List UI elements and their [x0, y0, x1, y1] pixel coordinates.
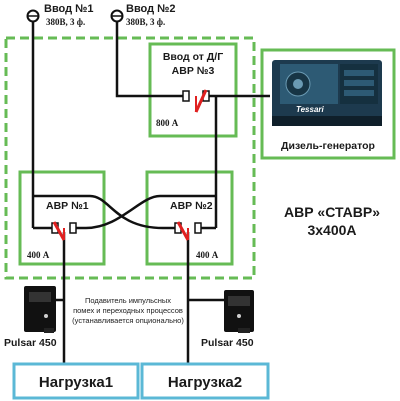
- divider-note-line2: помех и переходных процессов: [73, 306, 183, 315]
- divider-note-line3: (устанавливается опционально): [72, 316, 184, 325]
- pulsar-left-device: [24, 286, 56, 333]
- avr3-switch: [182, 89, 210, 113]
- generator-brand: Tessari: [296, 105, 325, 114]
- load2-label: Нагрузка2: [168, 374, 242, 391]
- avr2-box: [145, 170, 234, 266]
- input1-title: Ввод №1: [44, 3, 94, 15]
- input1-spec: 380В, 3 ф.: [46, 17, 85, 27]
- avr1-switch: [51, 221, 77, 241]
- enclosure-frame: [4, 36, 256, 280]
- avr1-title: АВР №1: [46, 200, 89, 212]
- input2-title: Ввод №2: [126, 3, 176, 15]
- pulsar-right-label: Pulsar 450: [201, 337, 254, 349]
- pulsar-right-device: [224, 290, 254, 333]
- load1-box: [12, 362, 140, 400]
- product-rating: 3х400А: [307, 222, 356, 238]
- avr3-title-line1: Ввод от Д/Г: [163, 51, 223, 63]
- avr3-rating: 800 А: [156, 118, 179, 128]
- avr1-rating: 400 А: [27, 250, 50, 260]
- pulsar-left-label: Pulsar 450: [4, 337, 57, 349]
- avr2-title: АВР №2: [170, 200, 213, 212]
- generator-label: Дизель-генератор: [281, 140, 375, 152]
- diesel-generator-image: Tessari: [272, 60, 382, 126]
- input2-spec: 380В, 3 ф.: [126, 17, 165, 27]
- wiring: [31, 22, 270, 366]
- avr3-title-line2: АВР №3: [172, 65, 215, 77]
- avr2-rating: 400 А: [196, 250, 219, 260]
- divider-note-line1: Подавитель импульсных: [85, 296, 171, 305]
- load1-label: Нагрузка1: [39, 374, 113, 391]
- avr3-box: [148, 42, 238, 138]
- load2-box: [140, 362, 270, 400]
- product-name: АВР «СТАВР»: [284, 204, 380, 220]
- avr2-switch: [174, 221, 202, 241]
